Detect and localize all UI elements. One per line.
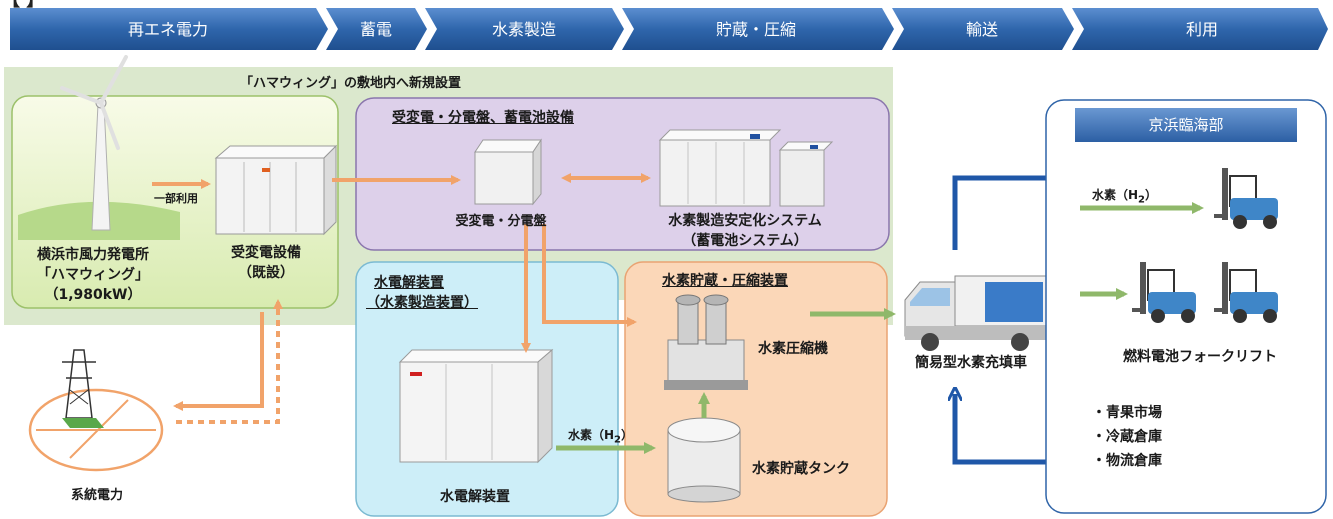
compressor-label: 水素圧縮機 (758, 341, 828, 357)
truck-label: 簡易型水素充填車 (915, 355, 1027, 371)
switchboard-graphic (474, 138, 542, 206)
electrolysis-panel-title-1: 水電解装置 (374, 275, 444, 291)
electrolysis-panel-title-2: （水素製造装置） (366, 295, 478, 311)
keihin-header (1075, 108, 1297, 142)
phase-chevron-5 (892, 8, 1074, 50)
tank-label: 水素貯蔵タンク (752, 461, 850, 477)
use-item-2: ・冷蔵倉庫 (1092, 429, 1162, 445)
tank-graphic (667, 417, 741, 503)
grid-graphic (28, 349, 164, 472)
phase-label-2: 蓄電 (360, 20, 392, 39)
electrolyzer-label: 水電解装置 (440, 489, 510, 505)
header-bracket: 【 】 (2, 0, 45, 11)
keihin-hydrogen-subscript: 2 (1138, 194, 1146, 206)
purple-panel-title: 受変電・分電盤、蓄電池設備 (392, 110, 574, 126)
arrow-grid-to-substation-dashed (176, 299, 283, 424)
compressor-graphic (664, 294, 748, 390)
keihin-title: 京浜臨海部 (1148, 116, 1224, 134)
phase-chevron-1 (10, 8, 328, 50)
partial-use-label: 一部利用 (154, 192, 198, 205)
site-label: 「ハマウィング」の敷地内へ新規設置 (240, 76, 462, 91)
arrow-switchboard-to-compressor (542, 224, 637, 327)
switchboard-label: 受変電・分電盤 (455, 214, 547, 229)
stabilizer-label-1: 水素製造安定化システム (668, 213, 822, 229)
stabilizer-label-2: （蓄電池システム） (682, 233, 808, 249)
storage-panel-title: 水素貯蔵・圧縮装置 (662, 273, 788, 289)
use-item-1: ・青果市場 (1092, 405, 1162, 421)
windmill-graphic (60, 55, 128, 231)
keihin-hydrogen-close: ） (1145, 188, 1158, 202)
phase-bar (10, 8, 1328, 50)
phase-chevron-6 (1072, 8, 1328, 50)
stabilizer-graphic (658, 129, 834, 207)
electrolyzer-graphic (398, 348, 554, 464)
hydrogen-text: 水素（H (568, 428, 615, 442)
forklift-2 (1132, 262, 1196, 323)
arrow-substation-to-grid (173, 312, 264, 411)
hydrogen-close: ） (621, 428, 634, 442)
forklift-3 (1214, 262, 1278, 323)
phase-chevron-4 (622, 8, 894, 50)
substation-existing-graphic (214, 144, 338, 236)
phase-label-3: 水素製造 (492, 20, 556, 39)
windmill-label-3: （1,980kW） (44, 287, 142, 303)
windmill-label-2: 「ハマウィング」 (37, 267, 149, 283)
phase-label-5: 輸送 (966, 20, 998, 39)
phase-label-6: 利用 (1186, 20, 1218, 39)
forklift-1 (1214, 168, 1278, 229)
truck-graphic (904, 275, 1048, 351)
phase-label-1: 再エネ電力 (128, 20, 208, 39)
phase-chevron-3 (425, 8, 624, 50)
grid-label: 系統電力 (70, 488, 123, 503)
windmill-label-1: 横浜市風力発電所 (37, 247, 149, 263)
keihin-hydrogen-label: 水素（H2） (1092, 186, 1157, 205)
use-item-3: ・物流倉庫 (1092, 453, 1162, 469)
substation-existing-label-1: 受変電設備 (231, 245, 301, 261)
substation-existing-label-2: （既設） (238, 265, 294, 281)
electrolysis-hydrogen-label: 水素（H2） (568, 426, 633, 445)
forklift-label: 燃料電池フォークリフト (1123, 349, 1277, 365)
keihin-hydrogen-text: 水素（H (1092, 188, 1139, 202)
phase-label-4: 貯蔵・圧縮 (716, 20, 796, 39)
hydrogen-subscript: 2 (614, 434, 622, 446)
phase-chevron-2 (326, 8, 427, 50)
